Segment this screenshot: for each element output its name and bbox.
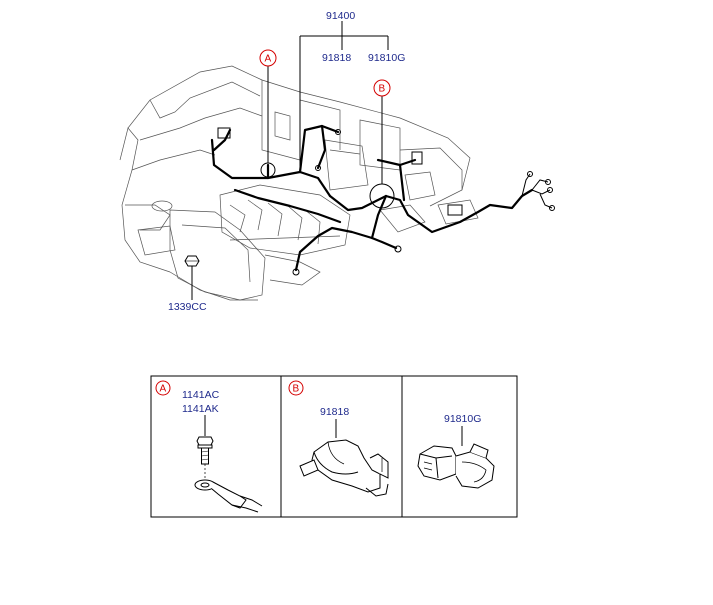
- protector-91810g-icon: [417, 443, 495, 489]
- label-1141ak: 1141AK: [182, 403, 219, 415]
- label-1339cc: 1339CC: [168, 301, 207, 313]
- protector-91818-icon: [299, 439, 389, 497]
- panel-b-letter: B: [293, 384, 300, 395]
- detail-frame: [150, 375, 518, 518]
- label-91810g-detail: 91810G: [444, 413, 481, 425]
- detail-panel-c: 91810G: [417, 413, 495, 489]
- detail-panels: [150, 375, 518, 518]
- nut-icon: [184, 255, 200, 267]
- label-91400: 91400: [326, 10, 355, 22]
- label-1141ac: 1141AC: [182, 389, 220, 401]
- leader-lines: [191, 21, 389, 300]
- callout-a: A: [259, 49, 277, 67]
- panel-a-letter: A: [160, 384, 167, 395]
- label-91818-detail: 91818: [320, 406, 349, 418]
- wiring-harness: [210, 124, 555, 276]
- detail-panel-b: B 91818: [288, 380, 389, 497]
- callout-b-letter: B: [379, 84, 386, 95]
- detail-panel-a: A 1141AC 1141AK: [155, 380, 263, 513]
- callout-a-letter: A: [265, 54, 272, 65]
- callout-b: B: [373, 79, 391, 97]
- ring-terminal-icon: [194, 479, 263, 513]
- label-91810g-main: 91810G: [368, 52, 405, 64]
- bolt-icon: [196, 436, 214, 478]
- engine-bay-outline: [119, 65, 479, 301]
- label-91818-main: 91818: [322, 52, 351, 64]
